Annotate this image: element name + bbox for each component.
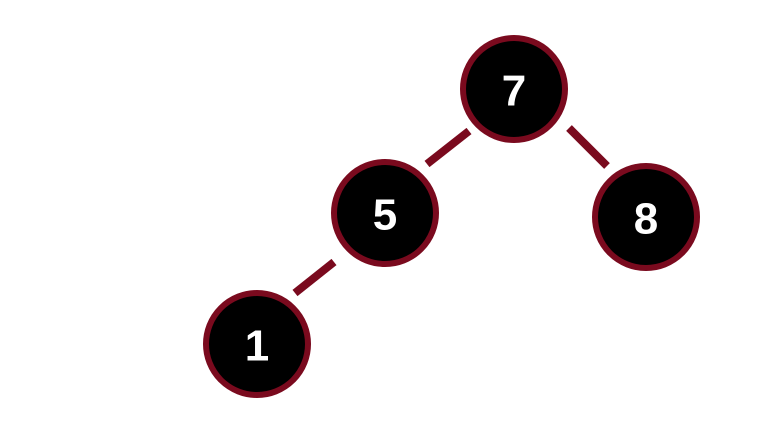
tree-node-5: 5 xyxy=(331,159,439,267)
tree-node-circle xyxy=(331,159,439,267)
tree-node-label: 7 xyxy=(502,67,526,116)
tree-node-7: 7 xyxy=(460,35,568,143)
tree-node-1: 1 xyxy=(203,290,311,398)
tree-node-label: 1 xyxy=(245,322,269,371)
tree-edges xyxy=(292,125,610,297)
tree-edge-n7-n5 xyxy=(424,127,472,168)
tree-node-8: 8 xyxy=(592,163,700,271)
tree-nodes: 7 5 8 1 xyxy=(203,35,700,398)
tree-edge-n7-n8 xyxy=(566,125,610,169)
tree-node-circle xyxy=(203,290,311,398)
tree-node-circle xyxy=(460,35,568,143)
tree-edge-n5-n1 xyxy=(292,258,337,297)
tree-node-label: 5 xyxy=(373,191,397,240)
tree-node-circle xyxy=(592,163,700,271)
tree-node-label: 8 xyxy=(634,195,658,244)
